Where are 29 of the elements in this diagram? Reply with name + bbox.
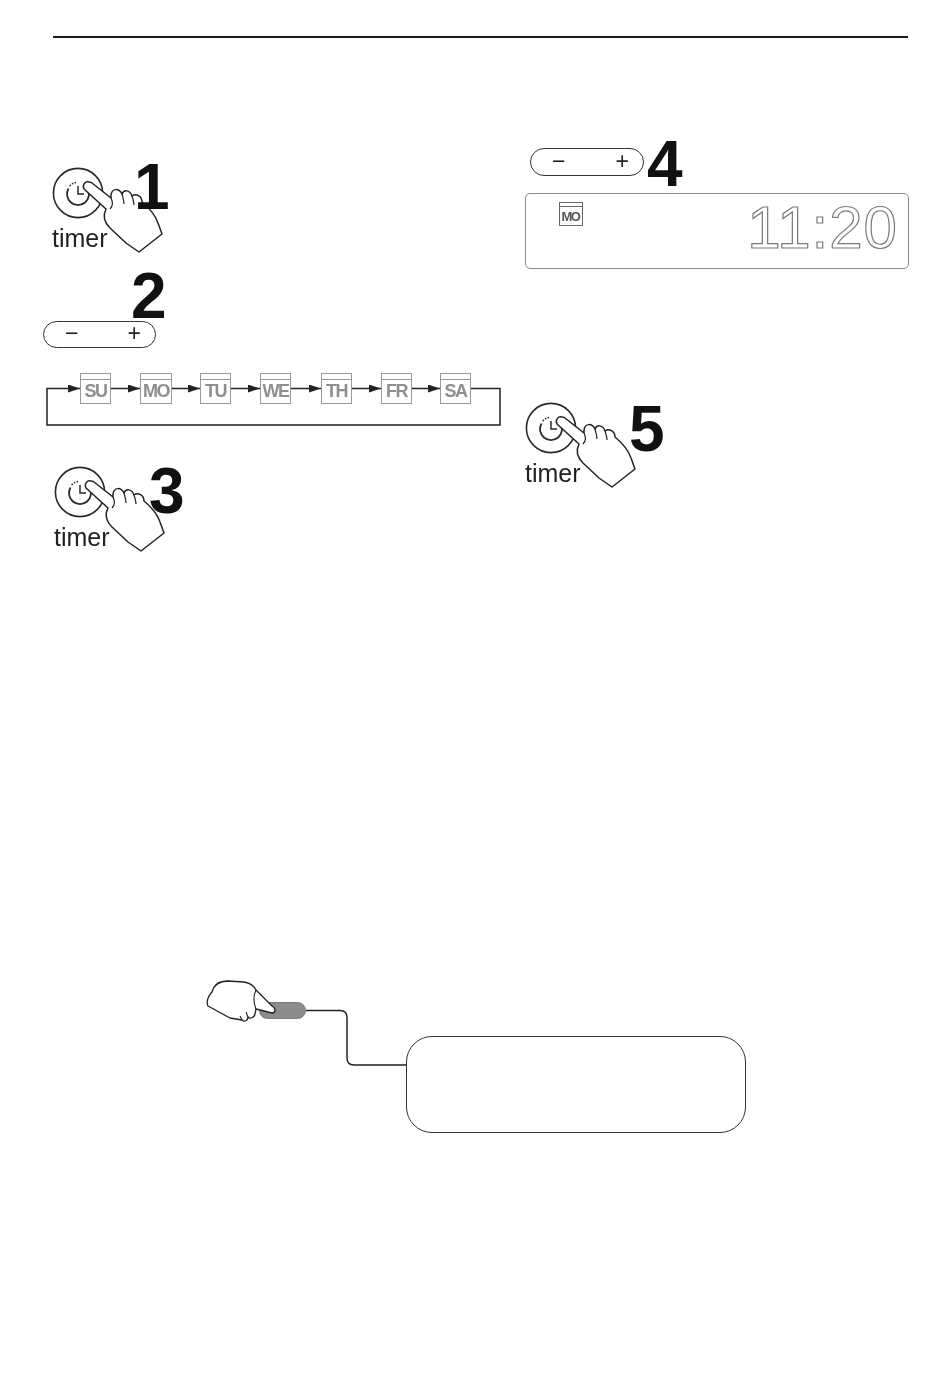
arrow <box>411 384 441 393</box>
day-indicator: SA <box>440 373 471 404</box>
time-readout: 11:20 <box>747 198 898 258</box>
step-number: 5 <box>629 405 665 453</box>
day-indicator: MO <box>140 373 172 404</box>
button-label: timer <box>525 461 581 486</box>
connector-line <box>305 1009 407 1066</box>
day-indicator: TH <box>321 373 352 404</box>
button-label: timer <box>54 525 110 550</box>
arrow <box>230 384 261 393</box>
day-indicator: FR <box>381 373 412 404</box>
day-indicator: TU <box>200 373 231 404</box>
plus-minus-button: − + <box>530 148 644 176</box>
arrow <box>351 384 382 393</box>
day-indicator: WE <box>260 373 291 404</box>
step-number: 4 <box>647 140 683 188</box>
button-label: timer <box>52 226 108 251</box>
step-number: 2 <box>131 272 167 320</box>
plus-minus-button: − + <box>43 321 156 348</box>
step-number: 3 <box>149 467 185 515</box>
lcd-display <box>525 193 909 269</box>
arrow <box>290 384 322 393</box>
arrow <box>110 384 141 393</box>
arrow <box>171 384 201 393</box>
callout-box <box>406 1036 746 1133</box>
step-number: 1 <box>134 163 170 211</box>
arrow <box>46 384 501 426</box>
day-indicator: SU <box>80 373 111 404</box>
day-indicator: MO <box>558 201 583 226</box>
